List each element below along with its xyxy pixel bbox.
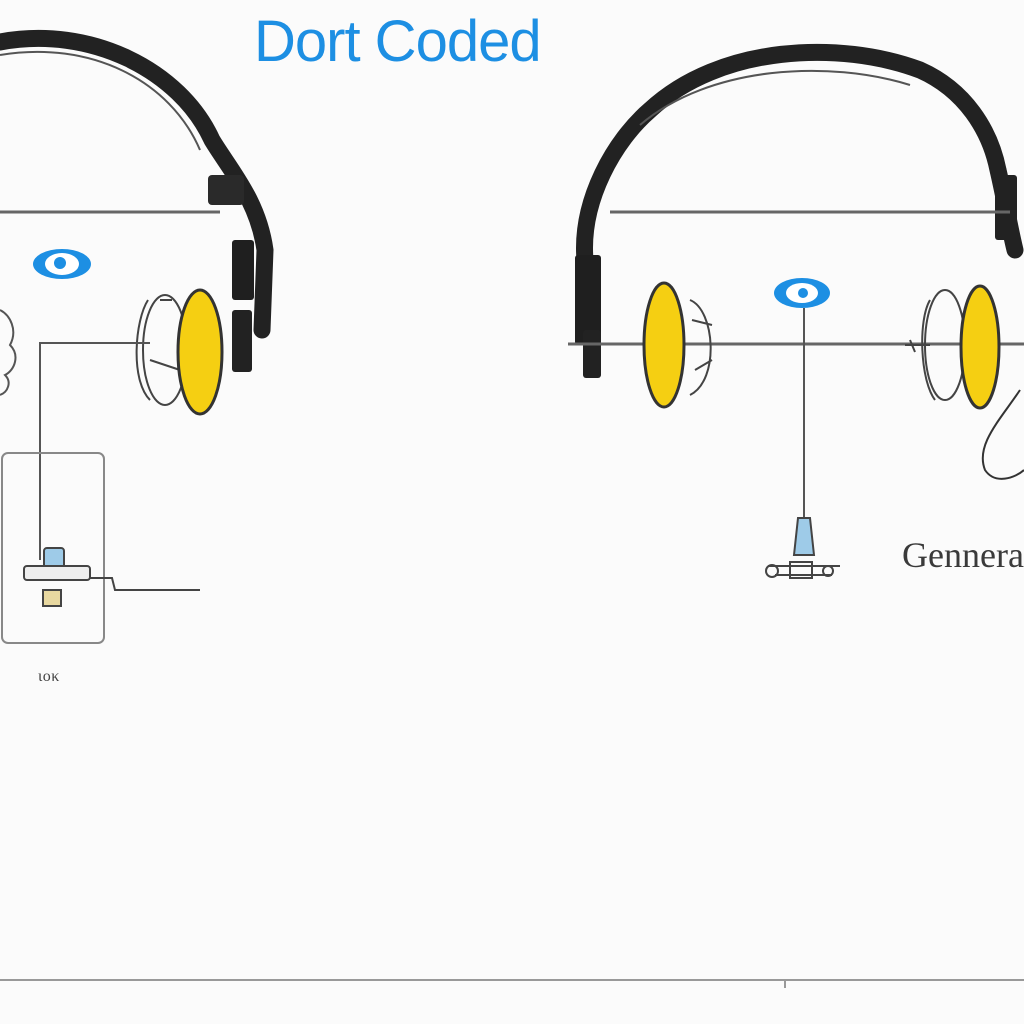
left-device-icon [1, 342, 200, 644]
right-probe-icon [765, 308, 840, 579]
right-headphones-icon [568, 43, 1024, 480]
probe-label: Genneral [902, 535, 1024, 575]
right-slider-left [575, 255, 601, 345]
right-probe-tip [792, 517, 816, 556]
left-slider-block [232, 240, 254, 300]
left-device-stand [42, 589, 62, 607]
device-label: ιοκ [38, 668, 60, 685]
right-headband [576, 43, 1024, 269]
right-left-ear-cup-pad [642, 281, 686, 409]
left-device-base [23, 565, 91, 581]
left-ear-cup-detail [135, 299, 181, 401]
left-ear-cup-pad [176, 288, 224, 416]
left-hinge [208, 175, 244, 205]
right-left-ear-cup-detail [689, 299, 713, 396]
right-slider-left-lower [583, 330, 601, 378]
right-right-ear-cup-pad [959, 284, 1001, 410]
diagram-title: Dort Coded [254, 9, 542, 74]
right-cable [981, 389, 1024, 480]
left-wire [39, 342, 128, 560]
left-device-arm [90, 577, 200, 591]
left-slider-block-lower [232, 310, 252, 372]
left-headband-inner [0, 50, 201, 151]
left-headphones-icon [0, 30, 274, 416]
right-slider-right [995, 175, 1017, 240]
left-headband [0, 30, 274, 339]
right-eye-icon [774, 278, 830, 308]
right-right-ear-cup-detail [905, 299, 936, 401]
right-headband-inner [639, 69, 911, 126]
left-device-box [1, 452, 105, 644]
left-eye-icon [33, 249, 91, 279]
left-edge-squiggle [0, 309, 17, 396]
